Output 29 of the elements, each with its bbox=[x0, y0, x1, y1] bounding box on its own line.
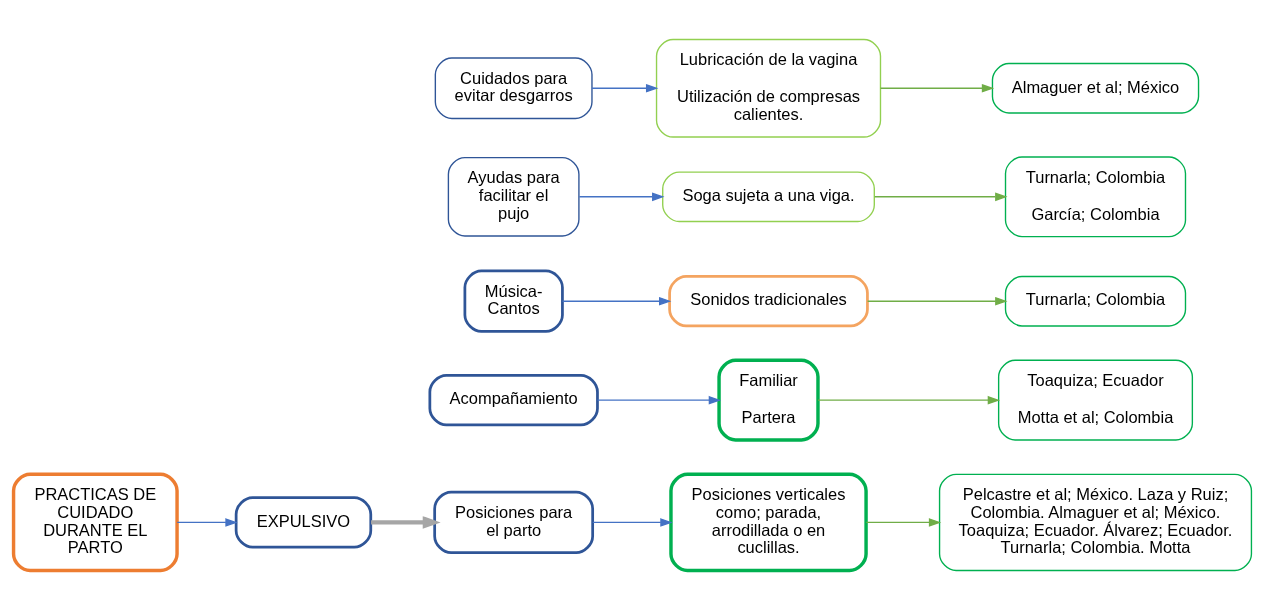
node-box: PRACTICAS DE CUIDADO DURANTE EL PARTO bbox=[11, 472, 179, 572]
node-box: Cuidados para evitar desgarros bbox=[434, 56, 593, 119]
node-box: Ayudas para facilitar el pujo bbox=[447, 156, 580, 237]
arrow bbox=[591, 83, 659, 93]
node-box: Soga sujeta a una viga. bbox=[662, 170, 875, 222]
node-box: Música- Cantos bbox=[463, 269, 564, 333]
node-box: Turnarla; Colombia García; Colombia bbox=[1004, 155, 1187, 237]
node-box: Familiar Partera bbox=[717, 358, 820, 442]
arrow bbox=[176, 517, 238, 527]
arrow bbox=[592, 517, 673, 527]
arrow bbox=[874, 191, 1008, 201]
arrow bbox=[596, 395, 722, 404]
node-box: Pelcastre et al; México. Laza y Ruiz; Colombia. Almaguer et al; México. Toaquiza; Ecuador. Álvarez; Ecuador. Turnarla; Colombia. Motta bbox=[938, 473, 1253, 571]
node-box: Acompañamiento bbox=[428, 373, 599, 426]
node-box: EXPULSIVO bbox=[234, 495, 373, 549]
node-box: Turnarla; Colombia bbox=[1004, 275, 1187, 327]
arrow bbox=[561, 296, 672, 306]
node-box: Almaguer et al; México bbox=[991, 62, 1200, 114]
arrow bbox=[879, 83, 995, 93]
node-box: Sonidos tradicionales bbox=[668, 274, 869, 327]
arrow bbox=[371, 515, 441, 529]
node-box: Lubricación de la vagina Utilización de compresas calientes. bbox=[655, 38, 882, 138]
arrow bbox=[866, 296, 1008, 306]
arrow bbox=[578, 191, 665, 201]
node-box: Toaquiza; Ecuador Motta et al; Colombia bbox=[997, 359, 1194, 441]
arrow bbox=[865, 517, 942, 527]
arrow bbox=[817, 395, 1001, 404]
node-box: Posiciones para el parto bbox=[433, 490, 595, 554]
node-box: Posiciones verticales como; parada, arrodillada o en cuclillas. bbox=[669, 472, 868, 572]
